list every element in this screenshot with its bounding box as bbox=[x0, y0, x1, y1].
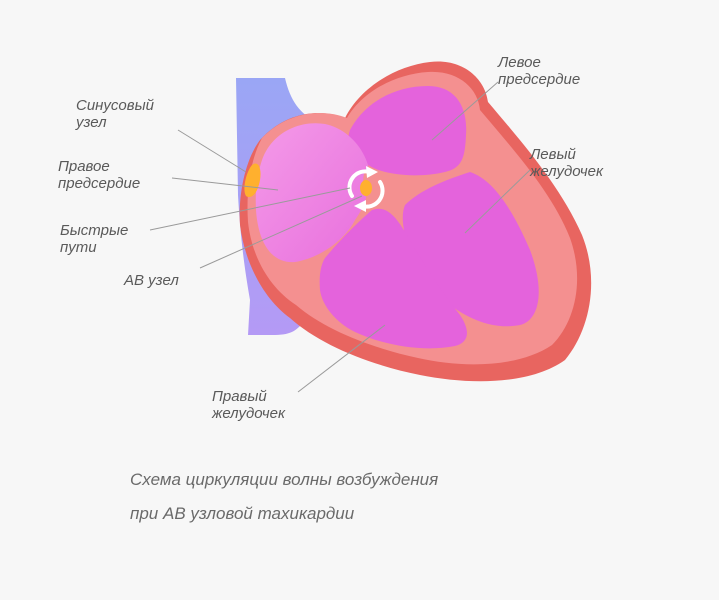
sinus-node bbox=[244, 163, 261, 198]
right-ventricle-chamber bbox=[319, 208, 467, 349]
reentry-arrows-icon bbox=[347, 169, 385, 209]
left-atrium-chamber bbox=[348, 86, 467, 176]
leader-left-atrium bbox=[431, 81, 499, 141]
av-node bbox=[360, 180, 372, 196]
label-left-atrium: Левое предсердие bbox=[498, 54, 581, 88]
caption-line-2: при АВ узловой тахикардии bbox=[130, 504, 355, 523]
leader-right-atrium bbox=[171, 177, 279, 191]
label-right-ventricle: Правый желудочек bbox=[212, 388, 286, 422]
leader-av-node bbox=[199, 195, 363, 269]
reentry-arrowheads-icon bbox=[354, 166, 378, 212]
leader-fast-paths bbox=[149, 187, 351, 231]
right-atrium-chamber bbox=[255, 123, 370, 263]
leader-sinus-node bbox=[177, 129, 247, 173]
label-fast-paths: Быстрые пути bbox=[60, 222, 129, 256]
label-av-node: АВ узел bbox=[124, 272, 179, 289]
septum bbox=[363, 170, 414, 210]
caption-line-1: Схема циркуляции волны возбуждения bbox=[130, 470, 439, 489]
label-sinus-node: Синусовый узел bbox=[76, 97, 154, 131]
leader-left-ventricle bbox=[464, 169, 531, 234]
leader-lines bbox=[149, 81, 531, 393]
label-left-ventricle: Левый желудочек bbox=[530, 146, 604, 180]
label-right-atrium: Правое предсердие bbox=[58, 158, 141, 192]
leader-right-ventricle bbox=[297, 324, 386, 393]
